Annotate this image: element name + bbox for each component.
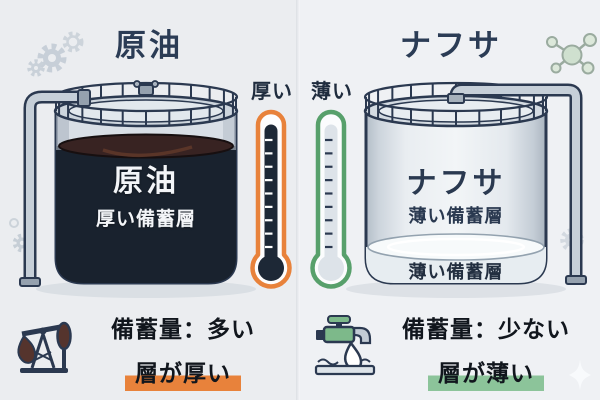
- thin-gauge-label: 薄い: [311, 81, 353, 103]
- naphtha-caption: 備蓄量：少ない 層が薄い: [312, 310, 592, 391]
- molecule-icon: [546, 33, 597, 75]
- crude-oil-title: 原油: [115, 28, 183, 63]
- thermometer-full-icon: [250, 109, 292, 289]
- naphtha-tank-label: ナフサ: [406, 167, 506, 200]
- thermometer-empty-icon: [310, 109, 352, 289]
- crude-caption-layer: 層が厚い: [78, 352, 288, 391]
- oil-pumpjack-icon: [17, 321, 72, 373]
- panel-divider: [296, 0, 300, 400]
- sparkle-icon: [569, 360, 591, 390]
- tank-vent: [138, 84, 154, 96]
- faucet-icon-slot: [312, 318, 372, 384]
- naphtha-caption-amount: 備蓄量：少ない: [402, 316, 570, 342]
- naphtha-tank-sublabel: 薄い備蓄層: [408, 206, 504, 226]
- pumpjack-icon-slot: [12, 318, 70, 384]
- water-faucet-icon: [314, 315, 376, 376]
- naphtha-layer-label: 薄い備蓄層: [408, 262, 504, 282]
- crude-tank-label: 原油: [113, 165, 179, 198]
- crude-tank-sublabel: 厚い備蓄層: [95, 209, 196, 230]
- right-pipe: [447, 83, 587, 285]
- left-pipe: [19, 89, 91, 287]
- crude-caption: 備蓄量：多い 層が厚い: [12, 310, 288, 391]
- naphtha-title: ナフサ: [400, 28, 502, 63]
- naphtha-caption-layer: 層が薄い: [380, 352, 592, 391]
- crude-oil-tank: [53, 80, 239, 285]
- crude-caption-amount: 備蓄量：多い: [111, 316, 255, 342]
- thick-gauge-label: 厚い: [251, 81, 293, 103]
